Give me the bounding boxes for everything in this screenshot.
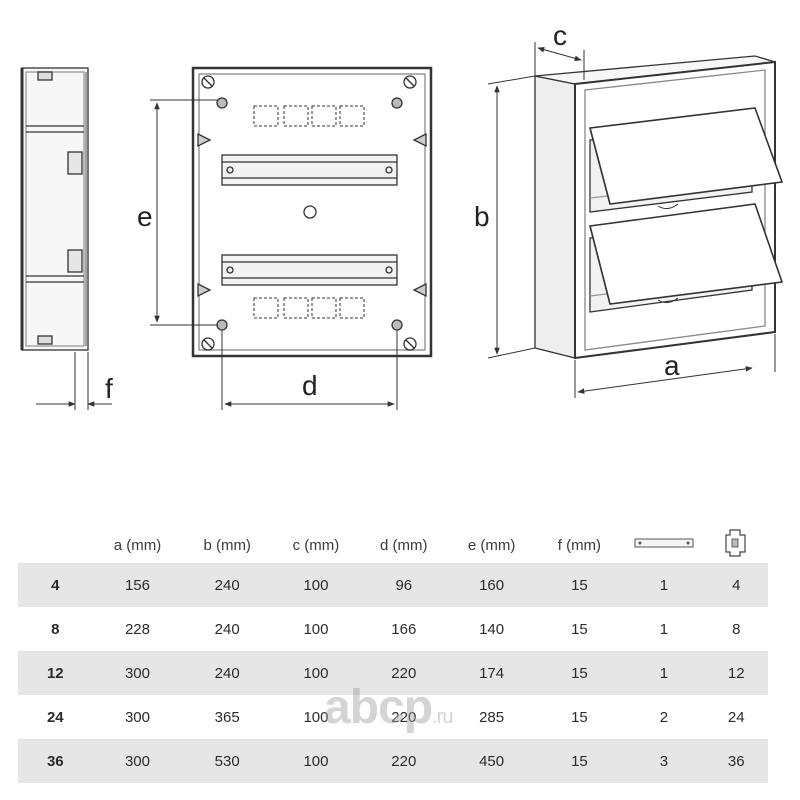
cell-rails: 2	[623, 695, 705, 739]
row-label: 8	[18, 607, 93, 651]
cell-f: 15	[535, 563, 624, 607]
cell-e: 174	[447, 651, 536, 695]
cell-b: 365	[182, 695, 273, 739]
cell-modules: 8	[704, 607, 768, 651]
col-header-b: b (mm)	[203, 536, 251, 554]
din-rail-icon	[634, 538, 694, 548]
col-header-model	[18, 527, 93, 563]
cell-c: 100	[272, 563, 360, 607]
cell-rails: 3	[623, 739, 705, 783]
cell-a: 228	[92, 607, 183, 651]
cell-c: 100	[272, 695, 360, 739]
cell-modules: 36	[704, 739, 768, 783]
dim-label-d: d	[302, 370, 318, 401]
cell-modules: 24	[704, 695, 768, 739]
col-header-c: c (mm)	[292, 536, 340, 554]
cell-f: 15	[535, 695, 624, 739]
cell-d: 220	[359, 739, 448, 783]
cell-modules: 12	[704, 651, 768, 695]
cell-b: 530	[182, 739, 273, 783]
table-row: 4 156 240 100 96 160 15 1 4	[18, 563, 768, 607]
col-header-d: d (mm)	[380, 536, 428, 554]
table-header-row: a (mm) b (mm) c (mm) d (mm) e (mm) f (mm…	[18, 527, 768, 563]
table-row: 8 228 240 100 166 140 15 1 8	[18, 607, 768, 651]
cell-f: 15	[535, 739, 624, 783]
cell-b: 240	[182, 651, 273, 695]
cell-a: 300	[92, 695, 183, 739]
cell-c: 100	[272, 739, 360, 783]
row-label: 12	[18, 651, 93, 695]
col-header-f: f (mm)	[557, 536, 602, 554]
col-header-e: e (mm)	[467, 536, 516, 554]
cell-d: 166	[359, 607, 448, 651]
table-row: 12 300 240 100 220 174 15 1 12	[18, 651, 768, 695]
dim-label-b: b	[474, 201, 490, 232]
cell-b: 240	[182, 563, 273, 607]
row-label: 24	[18, 695, 93, 739]
front-view	[150, 66, 433, 410]
technical-drawing: f	[20, 20, 784, 410]
row-label: 4	[18, 563, 93, 607]
isometric-view	[487, 42, 784, 398]
spec-table: a (mm) b (mm) c (mm) d (mm) e (mm) f (mm…	[18, 527, 768, 783]
dim-label-f: f	[105, 373, 113, 404]
cell-a: 300	[92, 739, 183, 783]
col-header-a: a (mm)	[113, 536, 162, 554]
breaker-module-icon	[725, 529, 746, 557]
dim-label-a: a	[664, 350, 680, 381]
cell-e: 160	[447, 563, 536, 607]
row-label: 36	[18, 739, 93, 783]
cell-d: 220	[359, 651, 448, 695]
cell-rails: 1	[623, 651, 705, 695]
cell-a: 300	[92, 651, 183, 695]
cell-d: 96	[359, 563, 448, 607]
cell-a: 156	[92, 563, 183, 607]
cell-b: 240	[182, 607, 273, 651]
table-row: 36 300 530 100 220 450 15 3 36	[18, 739, 768, 783]
cell-f: 15	[535, 651, 624, 695]
dim-label-c: c	[553, 20, 567, 51]
dim-label-e: e	[137, 201, 153, 232]
cell-rails: 1	[623, 607, 705, 651]
table-row: 24 300 365 100 220 285 15 2 24	[18, 695, 768, 739]
cell-d: 220	[359, 695, 448, 739]
side-view	[20, 67, 112, 410]
cell-c: 100	[272, 651, 360, 695]
cell-modules: 4	[704, 563, 768, 607]
cell-rails: 1	[623, 563, 705, 607]
cell-e: 140	[447, 607, 536, 651]
cell-e: 450	[447, 739, 536, 783]
cell-c: 100	[272, 607, 360, 651]
cell-f: 15	[535, 607, 624, 651]
cell-e: 285	[447, 695, 536, 739]
